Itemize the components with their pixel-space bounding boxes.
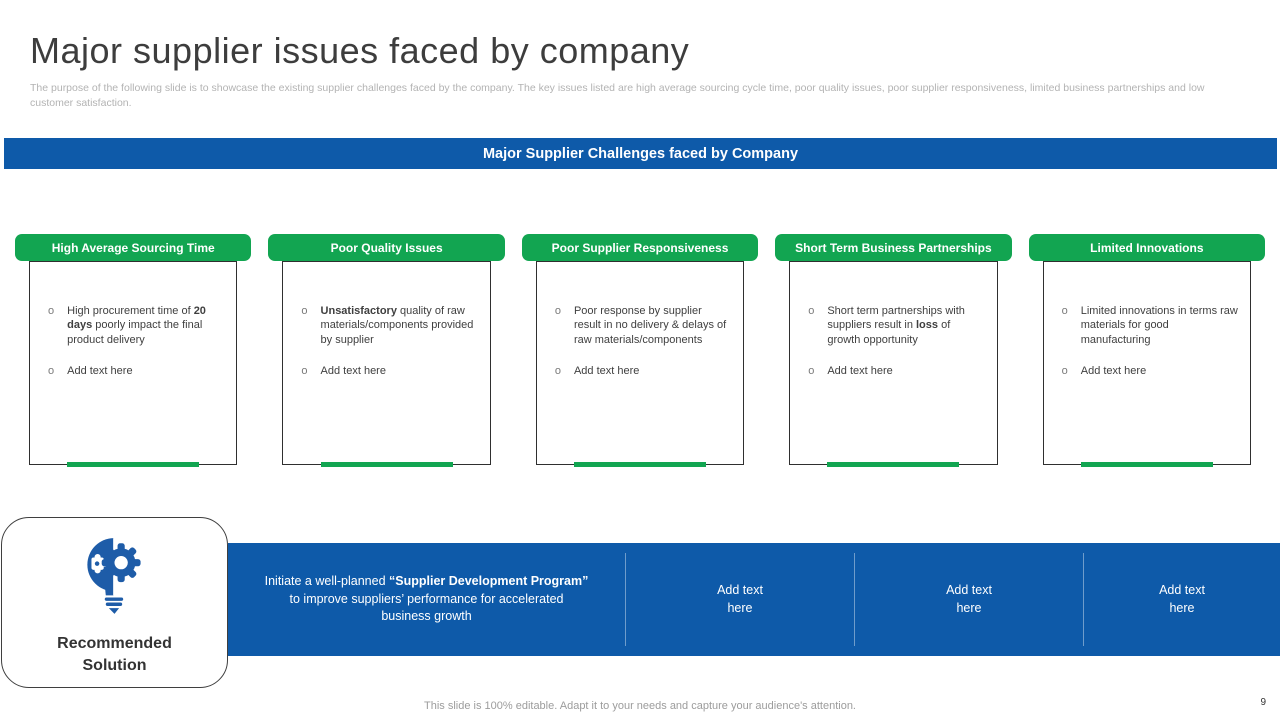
challenge-column-3: Poor Supplier Responsiveness o Poor respon… (521, 234, 759, 467)
challenge-columns: High Average Sourcing Time o High procurem… (15, 234, 1266, 467)
cell-separator (625, 553, 626, 646)
challenge-column-5: Limited Innovations o Limited innovations … (1028, 234, 1266, 467)
bullet-text: Add text here (321, 364, 386, 378)
bullet-marker-icon: o (554, 364, 561, 377)
bullet-item: o Add text here (301, 364, 477, 378)
text-segment: Add text here (717, 583, 763, 615)
solution-bar: Initiate a well-planned “Supplier Develo… (228, 543, 1280, 656)
bullet-list: o Unsatisfactory quality of raw materials… (301, 304, 477, 378)
text-segment: 20 days (67, 305, 206, 332)
challenge-column-2: Poor Quality Issues o Unsatisfactory quali… (268, 234, 505, 467)
column-content-box: o High procurement time of 20 days poorly… (29, 261, 238, 467)
bullet-item: o Unsatisfactory quality of raw materials… (301, 304, 477, 347)
bullet-marker-icon: o (554, 305, 561, 317)
slide-subtitle: The purpose of the following slide is to… (30, 82, 1205, 110)
text-segment: to improve suppliers’ performance for ac… (289, 591, 564, 624)
recommended-solution-card: Recommended Solution (1, 517, 228, 688)
bullet-marker-icon: o (48, 364, 55, 377)
solution-cell-text: Add text here (704, 582, 776, 617)
text-segment: “Supplier Development Program” (389, 574, 589, 589)
column-content-box: o Limited innovations in terms raw materi… (1042, 261, 1252, 467)
banner-title: Major Supplier Challenges faced by Compa… (482, 145, 799, 162)
text-segment: loss (916, 319, 939, 332)
bullet-marker-icon: o (1061, 364, 1068, 377)
column-header: Limited Innovations (1028, 234, 1266, 261)
text-segment: poorly impact the final product delivery (67, 319, 203, 346)
solution-cell-text: Add text here (933, 582, 1005, 617)
bullet-item: o Add text here (48, 364, 224, 378)
column-content-box: o Poor response by supplier result in no … (535, 261, 745, 467)
text-segment: Limited innovations in terms raw materia… (1080, 305, 1238, 346)
bullet-item: o Limited innovations in terms raw materi… (1062, 304, 1238, 347)
green-accent-line (320, 462, 453, 467)
column-header: High Average Sourcing Time (15, 234, 252, 261)
text-segment: of growth opportunity (827, 319, 951, 346)
column-header: Poor Supplier Responsiveness (521, 234, 759, 261)
text-segment: Initiate a well-planned (264, 574, 390, 589)
bullet-item: o Poor response by supplier result in no … (555, 304, 731, 347)
bullet-text: Limited innovations in terms raw materia… (1081, 304, 1238, 347)
bullet-text: Unsatisfactory quality of raw materials/… (321, 304, 478, 347)
text-segment: Add text here (1080, 364, 1147, 377)
bullet-text: Add text here (67, 364, 132, 378)
text-segment: Unsatisfactory (320, 305, 397, 317)
bullet-item: o High procurement time of 20 days poorly… (48, 304, 224, 347)
column-header: Short Term Business Partnerships (775, 234, 1012, 261)
text-segment: Add text here (67, 364, 133, 377)
cell-separator (1083, 553, 1084, 646)
bullet-text: Add text here (1081, 364, 1146, 378)
bullet-item: o Add text here (808, 364, 984, 378)
text-segment: quality of raw materials/components prov… (320, 305, 474, 346)
column-header: Poor Quality Issues (268, 234, 505, 261)
solution-cell-1: Initiate a well-planned “Supplier Develo… (228, 543, 625, 656)
solution-cell-text: Initiate a well-planned “Supplier Develo… (264, 573, 589, 626)
text-segment: Poor response by supplier result in no d… (573, 305, 727, 346)
bullet-item: o Add text here (555, 364, 731, 378)
bullet-list: o Limited innovations in terms raw materi… (1062, 304, 1238, 378)
page-number: 9 (1260, 697, 1266, 708)
bullet-text: Add text here (574, 364, 639, 378)
solution-cell-2: Add text here (626, 543, 854, 656)
text-segment: Add text here (1159, 583, 1205, 615)
column-content-box: o Unsatisfactory quality of raw materials… (282, 261, 491, 467)
solution-cell-3: Add text here (855, 543, 1083, 656)
green-accent-line (827, 462, 960, 467)
bullet-list: o Poor response by supplier result in no … (555, 304, 731, 378)
bullet-text: Add text here (827, 364, 892, 378)
text-segment: Add text here (573, 364, 640, 377)
bullet-list: o High procurement time of 20 days poorly… (48, 304, 224, 378)
bullet-item: o Short term partnerships with suppliers … (808, 304, 984, 347)
text-segment: High procurement time of (67, 305, 194, 317)
bullet-marker-icon: o (808, 364, 815, 377)
challenge-column-1: High Average Sourcing Time o High procurem… (15, 234, 252, 467)
cell-separator (854, 553, 855, 646)
green-accent-line (573, 462, 707, 467)
lightbulb-puzzle-gear-icon (76, 534, 154, 627)
text-segment: Add text here (320, 364, 386, 377)
solution-cell-text: Add text here (1146, 582, 1218, 617)
bullet-marker-icon: o (301, 305, 308, 317)
footer-note: This slide is 100% editable. Adapt it to… (424, 700, 856, 712)
bullet-marker-icon: o (48, 305, 55, 317)
green-accent-line (1080, 462, 1213, 467)
challenge-column-4: Short Term Business Partnerships o Short t… (775, 234, 1012, 467)
bullet-marker-icon: o (301, 364, 308, 377)
bullet-item: o Add text here (1062, 364, 1238, 378)
bullet-marker-icon: o (1061, 305, 1068, 317)
bullet-text: High procurement time of 20 days poorly … (67, 304, 224, 347)
text-segment: Add text here (827, 364, 893, 377)
column-content-box: o Short term partnerships with suppliers … (789, 261, 998, 467)
green-accent-line (67, 462, 200, 467)
page-title: Major supplier issues faced by company (30, 30, 690, 71)
text-segment: Add text here (946, 583, 992, 615)
text-segment: Short term partnerships with suppliers r… (827, 305, 965, 332)
bullet-text: Short term partnerships with suppliers r… (827, 304, 984, 347)
bullet-marker-icon: o (808, 305, 815, 317)
bullet-text: Poor response by supplier result in no d… (574, 304, 731, 347)
bullet-list: o Short term partnerships with suppliers … (808, 304, 984, 378)
solution-cell-4: Add text here (1084, 543, 1280, 656)
recommended-solution-label: Recommended Solution (57, 635, 172, 674)
banner-title-bar: Major Supplier Challenges faced by Compa… (4, 138, 1277, 169)
